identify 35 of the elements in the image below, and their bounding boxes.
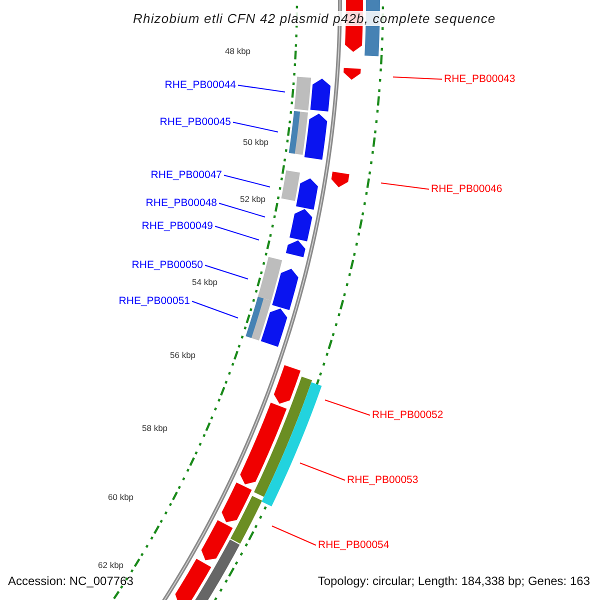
leader-line xyxy=(204,264,248,280)
gene-label: RHE_PB00047 xyxy=(150,170,222,180)
gene-label: RHE_PB00050 xyxy=(132,260,203,270)
scale-label: 54 kbp xyxy=(192,278,218,286)
scale-label: 56 kbp xyxy=(170,351,196,360)
leader-line xyxy=(224,174,270,188)
scale-label: 62 kbp xyxy=(98,561,124,570)
gene-label: RHE_PB00043 xyxy=(444,74,516,84)
footer-text: Accession: NC_007763 xyxy=(8,575,134,587)
leader-line xyxy=(218,202,266,218)
gene-label: RHE_PB00049 xyxy=(142,221,213,232)
gene-label: RHE_PB00045 xyxy=(160,117,231,128)
leader-line xyxy=(232,122,278,132)
footer-text: Topology: circular; Length: 184,338 bp; Genes: 163 xyxy=(318,575,590,587)
leader-line xyxy=(392,76,442,80)
gene-label: RHE_PB00046 xyxy=(431,184,502,194)
leader-line xyxy=(272,526,316,546)
title: Rhizobium etli CFN 42 plasmid p42b, complete sequence xyxy=(131,11,498,26)
leader-line xyxy=(300,462,346,481)
scale-label: 52 kbp xyxy=(240,195,266,204)
scale-label: 60 kbp xyxy=(108,493,134,502)
gene-label: RHE_PB00044 xyxy=(164,80,236,90)
leader-line xyxy=(214,226,260,240)
gene-label: RHE_PB00052 xyxy=(372,410,444,420)
scale-label: 50 kbp xyxy=(243,138,269,146)
leader-line xyxy=(380,182,430,190)
scale-label: 48 kbp xyxy=(225,47,251,56)
gene-label: RHE_PB00051 xyxy=(118,296,190,306)
gene-label: RHE_PB00053 xyxy=(347,475,418,486)
leader-line xyxy=(238,84,286,92)
gene-label: RHE_PB00048 xyxy=(146,198,217,208)
gene-label: RHE_PB00054 xyxy=(318,540,390,550)
leader-line xyxy=(192,300,238,318)
leader-line xyxy=(324,400,370,416)
scale-label: 58 kbp xyxy=(142,424,168,432)
